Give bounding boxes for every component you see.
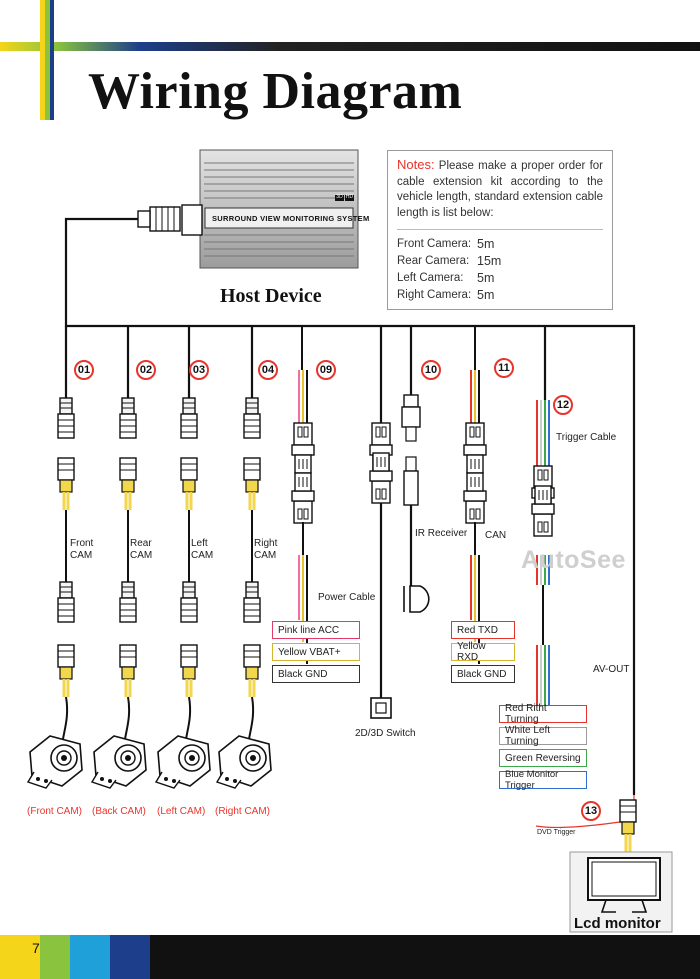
trigger-cable-label: Trigger Cable xyxy=(556,432,617,443)
wire-box-red-txd: Red TXD xyxy=(451,621,515,639)
badge-09: 09 xyxy=(316,360,336,380)
wire-box-yellow-rxd: Yellow RXD xyxy=(451,641,515,663)
camera-label-back: (Back CAM) xyxy=(92,806,146,817)
badge-12: 12 xyxy=(553,395,573,415)
channel-label-right: Right CAM xyxy=(254,538,278,561)
camera-label-left: (Left CAM) xyxy=(157,806,206,817)
page-number: 7 xyxy=(32,940,40,956)
switch-drawing xyxy=(369,422,393,719)
notes-length-row: Right Camera: 5m xyxy=(397,287,603,304)
host-device-label: Host Device xyxy=(220,285,322,307)
host-device-illustration xyxy=(137,149,359,269)
channel-label-left: Left CAM xyxy=(191,538,214,561)
camera-channel-03 xyxy=(155,397,211,789)
wire-box-red-right-turn: Red Ritht Turning xyxy=(499,703,587,725)
badge-10: 10 xyxy=(421,360,441,380)
badge-01: 01 xyxy=(74,360,94,380)
switch-label: 2D/3D Switch xyxy=(355,728,416,739)
can-label: CAN xyxy=(485,530,507,541)
av-out-label: AV-OUT xyxy=(593,664,630,675)
camera-channel-02 xyxy=(91,397,147,789)
can-cable-drawing xyxy=(463,326,487,664)
wire-box-pink-acc: Pink line ACC xyxy=(272,621,360,639)
badge-02: 02 xyxy=(136,360,156,380)
channel-label-rear: Rear CAM xyxy=(130,538,153,561)
host-brand-text: SURROUND VIEW MONITORING SYSTEM xyxy=(212,214,370,223)
camera-label-front: (Front CAM) xyxy=(27,806,82,817)
wire-box-black-gnd: Black GND xyxy=(451,665,515,683)
notes-length-row: Front Camera: 5m xyxy=(397,236,603,253)
wire-box-yellow-vbat: Yellow VBAT+ xyxy=(272,643,360,661)
camera-channel-01 xyxy=(27,397,83,789)
notes-divider xyxy=(397,229,603,230)
dvd-trigger-drawing xyxy=(535,795,673,933)
footer-band xyxy=(0,935,700,979)
header-band xyxy=(0,0,700,120)
badge-13: 13 xyxy=(581,801,601,821)
badge-11: 11 xyxy=(494,358,514,378)
length-label: Right Camera: xyxy=(397,288,472,301)
camera-channel-04 xyxy=(216,397,272,789)
autosee-watermark: AutoSee xyxy=(521,546,626,574)
notes-length-row: Left Camera: 5m xyxy=(397,270,603,287)
length-label: Left Camera: xyxy=(397,271,464,284)
ir-receiver-label: IR Receiver xyxy=(415,528,468,539)
camera-label-right: (Right CAM) xyxy=(215,806,271,817)
lcd-monitor-label: Lcd monitor xyxy=(574,915,661,932)
notes-panel: Notes: Please make a proper order for ca… xyxy=(387,150,613,310)
wire-box-green-reversing: Green Reversing xyxy=(499,749,587,767)
badge-04: 04 xyxy=(258,360,278,380)
power-cable-drawing xyxy=(291,326,315,664)
host-badge-3d: 3D xyxy=(336,194,343,200)
power-cable-label: Power Cable xyxy=(318,592,376,603)
length-value: 5m xyxy=(477,270,495,285)
notes-text: Please make a proper order for cable ext… xyxy=(397,160,603,219)
wire-box-blue-monitor-trigger: Blue Monitor Trigger xyxy=(499,769,587,791)
ir-receiver-drawing xyxy=(401,394,430,613)
trigger-cable-drawing xyxy=(531,400,555,705)
length-value: 5m xyxy=(477,236,495,251)
host-badge-hd: HD xyxy=(345,194,354,200)
length-value: 5m xyxy=(477,287,495,302)
dvd-trigger-label: DVD Trigger xyxy=(537,829,576,836)
channel-label-front: Front CAM xyxy=(70,538,94,561)
page-title: Wiring Diagram xyxy=(88,63,463,120)
notes-length-row: Rear Camera: 15m xyxy=(397,253,603,270)
wire-box-white-left-turn: White Left Turning xyxy=(499,725,587,747)
length-label: Rear Camera: xyxy=(397,254,470,267)
main-harness-lines xyxy=(64,217,636,795)
length-label: Front Camera: xyxy=(397,237,472,250)
length-value: 15m xyxy=(477,253,502,268)
wire-box-black-gnd: Black GND xyxy=(272,665,360,683)
notes-heading: Notes: xyxy=(397,157,435,172)
badge-03: 03 xyxy=(189,360,209,380)
